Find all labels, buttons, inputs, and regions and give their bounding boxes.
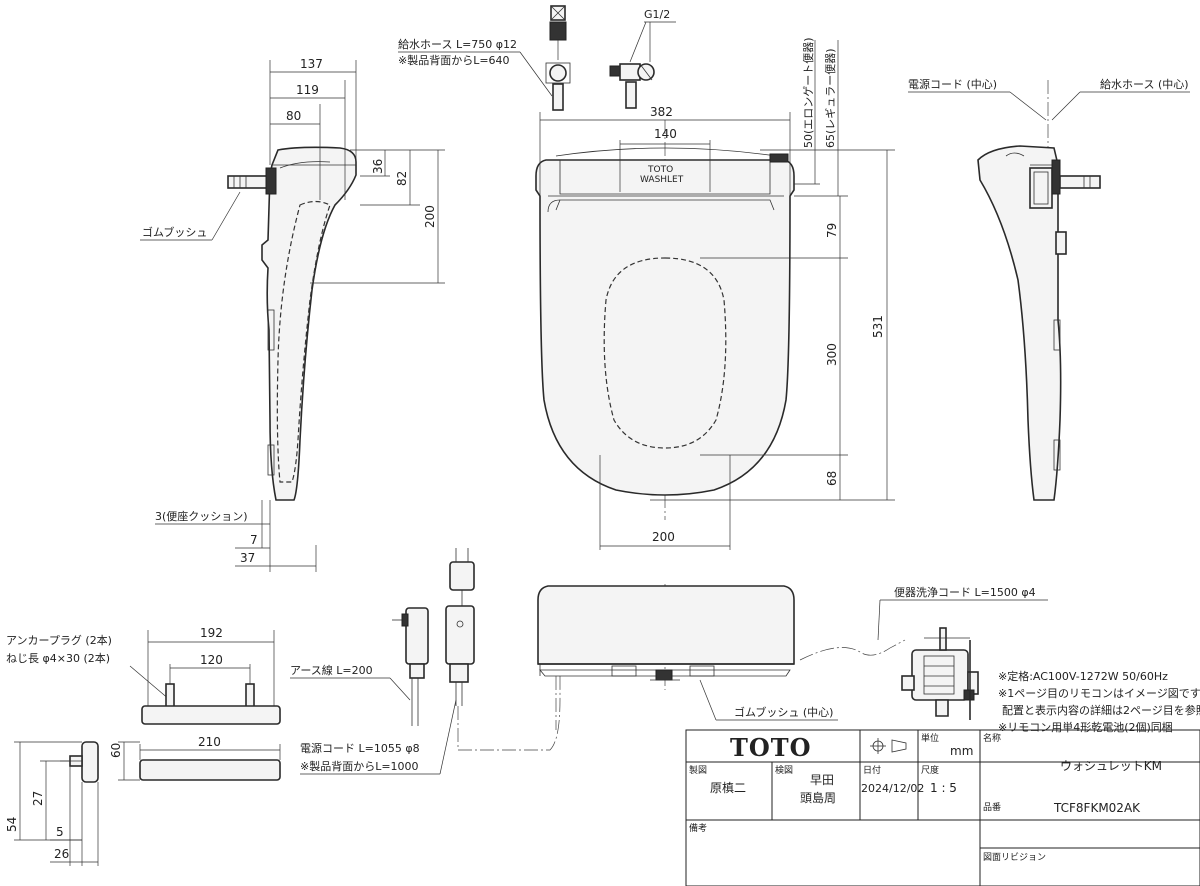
dim-382: 382	[650, 105, 673, 119]
dim-5: 5	[56, 825, 64, 839]
dim-119: 119	[296, 83, 319, 97]
scale-label: 尺度	[921, 764, 939, 776]
dim-68: 68	[825, 471, 839, 486]
lid-brand-2: WASHLET	[640, 175, 684, 185]
dim-26: 26	[54, 847, 69, 861]
dim-7: 7	[250, 533, 258, 547]
label-power-cord-center: 電源コード (中心)	[908, 77, 997, 91]
product-name: ウォシュレットKM	[1060, 759, 1162, 773]
dim-37: 37	[240, 551, 255, 565]
top-view-seat: TOTO WASHLET 382 140 200 50(エロンゲート便器) 65…	[535, 37, 895, 550]
dim-65-regular: 65(レギュラー便器)	[824, 48, 837, 148]
unit-label: 単位	[921, 732, 939, 744]
checked-by-2: 頭島周	[800, 790, 836, 805]
label-rubber-bush: ゴムブッシュ	[142, 225, 207, 239]
dim-210: 210	[198, 735, 221, 749]
right-side-view: 電源コード (中心) 給水ホース (中心)	[908, 77, 1190, 501]
dim-200-bottom: 200	[652, 530, 675, 544]
model-number: TCF8FKM02AK	[1053, 801, 1141, 815]
label-hose-note: ※製品背面からL=640	[398, 53, 510, 67]
anchor-plate: アンカープラグ (2本) ねじ長 φ4×30 (2本) 192 120 210 …	[6, 626, 281, 781]
dim-120: 120	[200, 653, 223, 667]
revision-label: 図面リビジョン	[983, 852, 1046, 863]
dim-36: 36	[371, 159, 385, 174]
dim-27: 27	[31, 791, 45, 806]
flush-actuator: 便器洗浄コード L=1500 φ4	[877, 585, 1048, 720]
note-1: ※1ページ目のリモコンはイメージ図です。	[998, 687, 1200, 700]
label-cushion: 3(便座クッション)	[155, 509, 248, 523]
dim-200-side: 200	[423, 205, 437, 228]
model-label: 品番	[983, 801, 1001, 813]
unit-value: mm	[950, 744, 973, 758]
dim-300: 300	[825, 343, 839, 366]
remarks-label: 備考	[689, 822, 707, 834]
spec-notes: ※定格:AC100V-1272W 50/60Hz ※1ページ目のリモコンはイメー…	[998, 669, 1200, 734]
label-screw: ねじ長 φ4×30 (2本)	[6, 651, 110, 665]
dim-192: 192	[200, 626, 223, 640]
dim-80: 80	[286, 109, 301, 123]
label-power-cord: 電源コード L=1055 φ8	[300, 741, 420, 755]
name-label: 名称	[983, 732, 1001, 744]
hose-fittings: G1/2 給水ホース L=750 φ12 ※製品背面からL=640	[398, 5, 676, 111]
drawn-label: 製図	[689, 764, 707, 776]
label-g12: G1/2	[644, 8, 670, 21]
dim-137: 137	[300, 57, 323, 71]
drawn-by: 原槙二	[710, 781, 746, 795]
power-plug-assembly: アース線 L=200 電源コード L=1055 φ8 ※製品背面からL=1000	[290, 548, 561, 775]
dim-50-elongate: 50(エロンゲート便器)	[802, 37, 815, 148]
checked-label: 検図	[775, 764, 793, 776]
holder-side-view: 54 27 5 26	[5, 741, 99, 866]
label-anchor-plug: アンカープラグ (2本)	[6, 633, 112, 647]
dim-82: 82	[395, 171, 409, 186]
lid-brand-1: TOTO	[647, 165, 673, 175]
left-side-view: ゴムブッシュ 137 119 80 36 82 200 3(便座クッション) 7…	[140, 57, 445, 572]
label-wash-cord: 便器洗浄コード L=1500 φ4	[894, 585, 1036, 599]
checked-by-1: 早田	[810, 773, 834, 787]
title-logo: TOTO	[730, 733, 812, 762]
note-2: 配置と表示内容の詳細は2ページ目を参照	[1002, 703, 1200, 717]
dim-60: 60	[109, 743, 123, 758]
dim-54: 54	[5, 817, 19, 832]
note-3: ※リモコン用単4形乾電池(2個)同梱	[998, 720, 1173, 734]
dim-140: 140	[654, 127, 677, 141]
label-hose: 給水ホース L=750 φ12	[398, 37, 517, 51]
dim-531: 531	[871, 315, 885, 338]
label-earth: アース線 L=200	[290, 663, 373, 677]
label-hose-center: 給水ホース (中心)	[1100, 77, 1189, 91]
title-block: TOTO 単位 mm 名称 ウォシュレットKM 製図 原槙二 検図 早田 頭島周…	[685, 729, 1200, 886]
date-label: 日付	[863, 765, 881, 776]
note-0: ※定格:AC100V-1272W 50/60Hz	[998, 669, 1168, 683]
label-rubber-bush-center: ゴムブッシュ (中心)	[734, 705, 833, 719]
dim-79: 79	[825, 223, 839, 238]
rear-view: ゴムブッシュ (中心)	[537, 584, 906, 730]
date-value: 2024/12/02	[861, 782, 924, 795]
label-power-cord-note: ※製品背面からL=1000	[300, 759, 419, 773]
scale-value: 1 : 5	[930, 781, 957, 795]
